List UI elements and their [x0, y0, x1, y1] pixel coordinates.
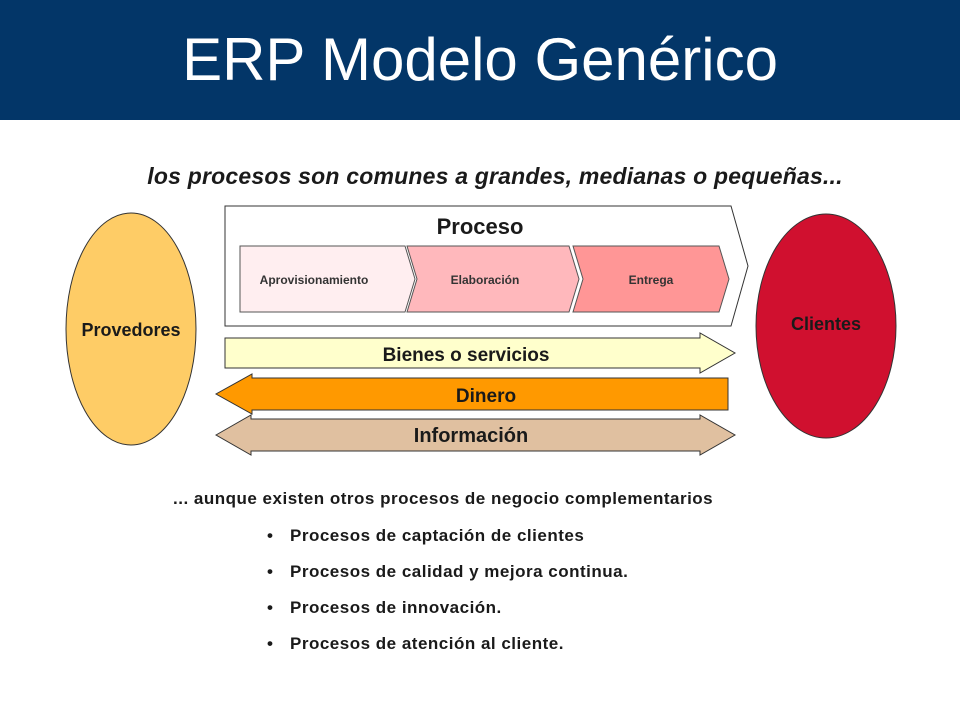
informacion-arrow	[214, 414, 737, 456]
clientes-ellipse	[755, 213, 897, 439]
complement-text: ... aunque existen otros procesos de neg…	[173, 489, 714, 508]
header-bar: ERP Modelo Genérico	[0, 0, 960, 120]
proveedores-ellipse	[65, 212, 197, 446]
step-aprovisionamiento	[239, 245, 416, 313]
step-label-elaboracion: Elaboración	[451, 273, 520, 287]
bullet-text: Procesos de captación de clientes	[290, 526, 585, 545]
bullet-text: Procesos de atención al cliente.	[290, 634, 564, 653]
dinero-label: Dinero	[456, 386, 516, 407]
slide-subtitle: los procesos son comunes a grandes, medi…	[147, 163, 843, 189]
step-entrega	[572, 245, 730, 313]
bullet-dot-icon: •	[267, 562, 274, 581]
bullet-item: • Procesos de atención al cliente.	[265, 632, 628, 668]
dinero-arrow	[214, 373, 729, 415]
step-elaboracion	[406, 245, 580, 313]
bullet-dot-icon: •	[267, 634, 274, 653]
bullet-text: Procesos de innovación.	[290, 598, 502, 617]
proceso-title: Proceso	[437, 214, 524, 239]
slide-title: ERP Modelo Genérico	[182, 26, 778, 93]
clientes-label: Clientes	[791, 314, 861, 334]
proveedores-label: Provedores	[81, 320, 180, 340]
bullet-dot-icon: •	[267, 526, 274, 545]
step-label-aprovisionamiento: Aprovisionamiento	[260, 273, 369, 287]
bullet-list: • Procesos de captación de clientes • Pr…	[265, 524, 628, 668]
bienes-label: Bienes o servicios	[383, 345, 550, 366]
informacion-label: Información	[414, 425, 528, 447]
bullet-text: Procesos de calidad y mejora continua.	[290, 562, 629, 581]
step-label-entrega: Entrega	[629, 273, 674, 287]
bullet-item: • Procesos de calidad y mejora continua.	[265, 560, 628, 596]
bullet-dot-icon: •	[267, 598, 274, 617]
bullet-item: • Procesos de innovación.	[265, 596, 628, 632]
bienes-arrow	[224, 332, 737, 374]
bullet-item: • Procesos de captación de clientes	[265, 524, 628, 560]
